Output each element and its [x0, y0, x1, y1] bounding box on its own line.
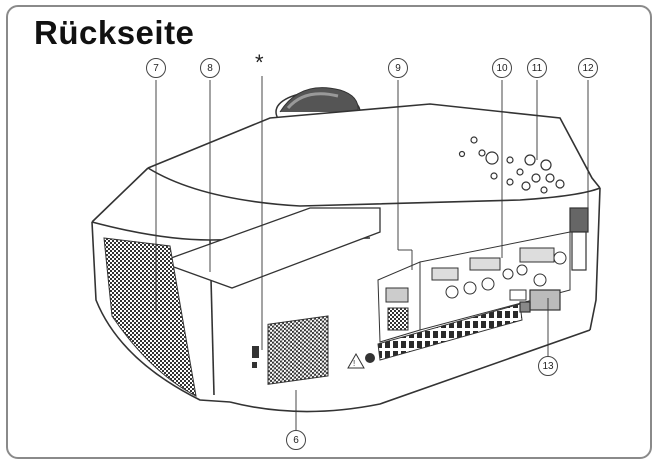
warning-labels: ! [347, 352, 375, 369]
callout-6: 6 [286, 430, 306, 450]
callout-10: 10 [492, 58, 512, 78]
bottom-slots [377, 303, 523, 361]
callout-9: 9 [388, 58, 408, 78]
power-socket [519, 289, 561, 313]
callout-13: 13 [538, 356, 558, 376]
leader-lines [155, 76, 589, 430]
air-intake-vent [103, 237, 197, 397]
speaker-grille [267, 315, 329, 385]
callout-12: 12 [578, 58, 598, 78]
security-slot [252, 346, 259, 358]
control-panel [458, 136, 565, 194]
security-bar [569, 207, 589, 271]
lamp-cover [158, 207, 381, 289]
callout-8: 8 [200, 58, 220, 78]
callout-11: 11 [527, 58, 547, 78]
callout-7: 7 [146, 58, 166, 78]
svg-text:!: ! [353, 359, 355, 368]
asterisk-marker: * [255, 50, 264, 75]
terminal-panel [377, 231, 571, 343]
diagram-title: Rückseite [34, 14, 195, 51]
